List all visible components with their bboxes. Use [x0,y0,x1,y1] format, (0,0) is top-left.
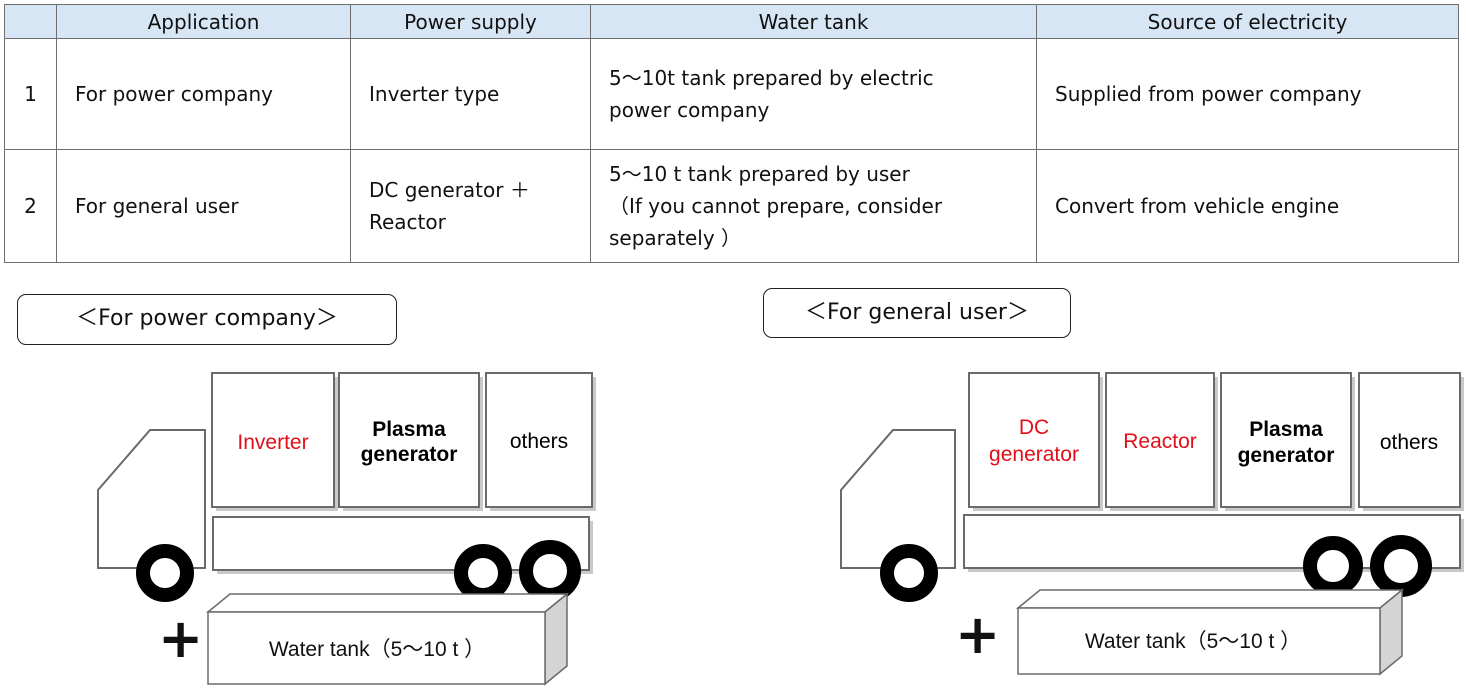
cell-power-supply: Inverter type [350,38,591,150]
cell-source: Supplied from power company [1036,38,1459,150]
header-water-tank: Water tank [590,4,1037,39]
cell-line: 5～10t tank prepared by electric [609,66,934,90]
box-label-reactor: Reactor [1123,430,1197,453]
cell-line: （If you cannot prepare, consider [609,194,943,218]
plus-sign: + [955,603,1001,666]
box-label-plasma: Plasma [1249,418,1323,441]
cargo-box-dc-generator [968,372,1103,511]
box-label-inverter: Inverter [237,431,308,454]
cargo-box-others [1358,372,1464,511]
cell-power-supply: DC generator ＋ Reactor [350,149,591,263]
box-label-plasma: generator [1238,444,1335,467]
cell-water-tank: 5～10 t tank prepared by user （If you can… [590,149,1037,263]
truck-wheels [880,535,1432,602]
plus-sign: + [158,607,204,670]
cell-line: Inverter type [369,82,500,106]
box-label-dc-generator: generator [989,443,1079,466]
cell-line: power company [609,98,770,122]
water-tank-label: Water tank（5～10 t ） [1085,630,1301,653]
box-label-others: others [510,430,568,453]
general-user-label: ＜For general user＞ [763,288,1071,338]
header-source: Source of electricity [1036,4,1459,39]
wheel [136,544,194,602]
wheel [1370,535,1432,597]
cell-line: Reactor [369,210,446,234]
cell-line: 5～10 t tank prepared by user [609,162,910,186]
box-label-dc-generator: DC [1019,416,1049,439]
cargo-box-reactor [1105,372,1218,511]
cargo-box-others [485,372,596,511]
cell-line: DC generator ＋ [369,178,530,202]
box-label-others: others [1380,431,1438,454]
wheel [1303,536,1363,596]
table-header-row: Application Power supply Water tank Sour… [4,4,1459,39]
truck-cab [97,429,206,569]
table-row: 2 For general user DC generator ＋ Reacto… [4,149,1459,263]
specification-table: Application Power supply Water tank Sour… [4,4,1459,263]
box-label-plasma: generator [361,443,458,466]
cell-application: For power company [56,38,351,150]
water-tank-general-user [1015,588,1405,676]
wheel [454,544,512,602]
wheel [880,544,938,602]
water-tank-power-company [205,592,570,686]
cell-application: For general user [56,149,351,263]
power-company-label: ＜For power company＞ [17,294,397,345]
box-label-plasma: Plasma [372,418,446,441]
truck-power-company [97,372,596,574]
water-tank-label: Water tank（5～10 t ） [269,638,485,661]
wheel [519,540,581,602]
cargo-box-inverter [211,372,338,511]
header-power-supply: Power supply [350,4,591,39]
cell-source: Convert from vehicle engine [1036,149,1459,263]
table-row: 1 For power company Inverter type 5～10t … [4,38,1459,150]
cell-line: separately ） [609,226,742,250]
header-number [4,4,57,39]
truck-general-user [840,372,1464,572]
cargo-box-plasma [338,372,483,511]
cargo-box-plasma [1220,372,1355,511]
